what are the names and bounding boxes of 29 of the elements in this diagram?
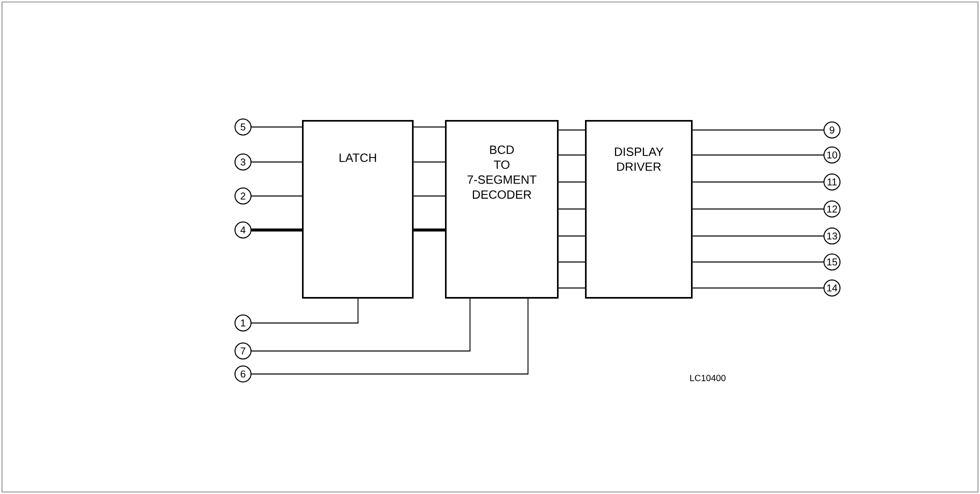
wire xyxy=(692,208,824,210)
pin-number: 12 xyxy=(824,200,840,218)
wire xyxy=(414,228,445,232)
pin-number: 4 xyxy=(234,222,252,238)
wire xyxy=(251,298,528,374)
pin-number: 1 xyxy=(234,314,252,332)
wire xyxy=(251,298,470,352)
wire xyxy=(251,126,302,128)
wire xyxy=(558,154,586,156)
block-box: BCD TO 7-SEGMENT DECODER xyxy=(445,120,559,299)
pin-number: 14 xyxy=(824,280,840,296)
pin-number: 10 xyxy=(824,146,840,164)
block-box: DISPLAY DRIVER xyxy=(585,120,693,299)
wire xyxy=(413,126,446,128)
wire xyxy=(558,208,586,210)
block-box: LATCH xyxy=(302,120,414,299)
pin-number: 3 xyxy=(234,154,252,170)
pin-number: 5 xyxy=(234,118,252,136)
pin-number: 13 xyxy=(824,228,840,244)
figure-code: LC10400 xyxy=(690,374,726,382)
wire xyxy=(252,228,302,232)
wire xyxy=(692,154,824,156)
wire xyxy=(251,298,358,324)
pin-number: 9 xyxy=(824,122,840,138)
pin-number: 2 xyxy=(234,188,252,204)
pin-number: 11 xyxy=(824,174,840,190)
pin-number: 15 xyxy=(824,254,840,270)
pin-number: 7 xyxy=(234,342,252,360)
pin-number: 6 xyxy=(234,366,252,382)
